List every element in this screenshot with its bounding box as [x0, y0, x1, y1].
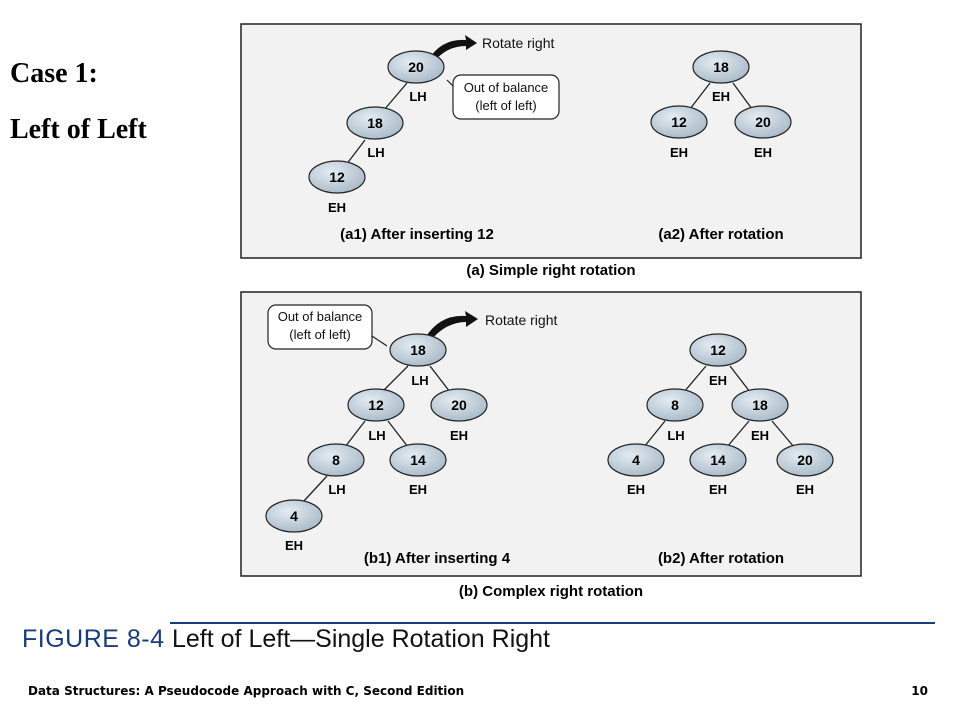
rotate-right-arrow-icon [428, 35, 477, 63]
panel-a-caption: (a) Simple right rotation [466, 262, 635, 279]
node-value: 12 [368, 397, 384, 413]
subpanel-caption: (b1) After inserting 4 [364, 550, 511, 567]
edge [302, 475, 328, 503]
tree-node: 18 EH [692, 50, 750, 104]
subpanel-caption: (b2) After rotation [658, 550, 784, 567]
balance-factor: EH [409, 482, 427, 497]
balance-factor: EH [627, 482, 645, 497]
edge [729, 365, 751, 393]
balance-factor: EH [709, 482, 727, 497]
edge [683, 365, 707, 393]
figure-label: FIGURE 8-4 [22, 625, 165, 653]
node-value: 20 [408, 59, 424, 75]
tree-node: 12 EH [308, 160, 366, 215]
tree-node: 14 EH [389, 443, 447, 497]
tree-node: 18 EH [731, 388, 789, 443]
edge [689, 82, 711, 110]
footer-book-title: Data Structures: A Pseudocode Approach w… [28, 684, 465, 698]
tree-node: 12 EH [689, 333, 747, 388]
balance-factor: EH [712, 89, 730, 104]
balance-factor: EH [285, 538, 303, 553]
node-value: 18 [410, 342, 426, 358]
callout-box [267, 304, 373, 350]
edge [732, 82, 753, 110]
balance-factor: EH [751, 428, 769, 443]
tree-node: 8 LH [307, 443, 365, 497]
balance-factor: EH [709, 373, 727, 388]
edge [344, 420, 366, 448]
balance-factor: EH [796, 482, 814, 497]
tree-node: 14 EH [689, 443, 747, 497]
callout-line2: (left of left) [475, 98, 536, 113]
figure-caption: Left of Left—Single Rotation Right [172, 625, 551, 653]
panel-b-caption: (b) Complex right rotation [459, 583, 643, 600]
node-value: 20 [451, 397, 467, 413]
balance-factor: LH [328, 482, 345, 497]
node-value: 4 [290, 508, 298, 524]
figure-divider [170, 622, 935, 624]
node-value: 18 [367, 115, 383, 131]
case-subtitle: Left of Left [10, 114, 147, 145]
tree-node: 4 EH [265, 499, 323, 553]
edge [381, 365, 409, 393]
tree-node: 20 EH [430, 388, 488, 443]
edge [383, 82, 408, 111]
edge [771, 420, 795, 448]
case-title: Case 1: [10, 58, 98, 89]
edge [345, 139, 366, 166]
callout-box [452, 74, 560, 120]
tree-node: 18 LH [389, 333, 447, 388]
balance-factor: EH [450, 428, 468, 443]
node-value: 8 [671, 397, 679, 413]
balance-factor: EH [670, 145, 688, 160]
rotate-right-arrow-icon [425, 311, 478, 341]
balance-factor: EH [328, 200, 346, 215]
node-value: 12 [329, 169, 345, 185]
node-value: 20 [755, 114, 771, 130]
node-value: 14 [710, 452, 726, 468]
panel-a: Rotate right Out of balance (left of lef… [240, 23, 862, 259]
balance-factor: LH [368, 428, 385, 443]
panel-b: Rotate right Out of balance (left of lef… [240, 291, 862, 577]
panel-a-frame [240, 23, 862, 259]
balance-factor: LH [367, 145, 384, 160]
node-value: 20 [797, 452, 813, 468]
edge [643, 420, 666, 448]
node-value: 14 [410, 452, 426, 468]
node-value: 18 [752, 397, 768, 413]
tree-node: 20 EH [734, 105, 792, 160]
tree-node: 4 EH [607, 443, 665, 497]
edge [429, 365, 451, 393]
arrow-label: Rotate right [485, 312, 557, 328]
node-value: 8 [332, 452, 340, 468]
subpanel-caption: (a1) After inserting 12 [340, 226, 494, 243]
callout-line1: Out of balance [278, 309, 363, 324]
balance-factor: EH [754, 145, 772, 160]
callout-pointer [371, 335, 388, 347]
tree-node: 8 LH [646, 388, 704, 443]
balance-factor: LH [411, 373, 428, 388]
node-value: 4 [632, 452, 640, 468]
page-number: 10 [911, 684, 928, 698]
callout-line1: Out of balance [464, 80, 549, 95]
balance-factor: LH [667, 428, 684, 443]
tree-node: 20 EH [776, 443, 834, 497]
node-value: 12 [710, 342, 726, 358]
callout-pointer [446, 79, 454, 87]
tree-node: 18 LH [346, 106, 404, 160]
subpanel-caption: (a2) After rotation [658, 226, 783, 243]
tree-node: 12 EH [650, 105, 708, 160]
callout-line2: (left of left) [289, 327, 350, 342]
node-value: 12 [671, 114, 687, 130]
balance-factor: LH [409, 89, 426, 104]
edge [726, 420, 750, 448]
edge [387, 420, 409, 448]
arrow-label: Rotate right [482, 35, 554, 51]
tree-node: 20 LH [387, 50, 445, 104]
node-value: 18 [713, 59, 729, 75]
tree-node: 12 LH [347, 388, 405, 443]
